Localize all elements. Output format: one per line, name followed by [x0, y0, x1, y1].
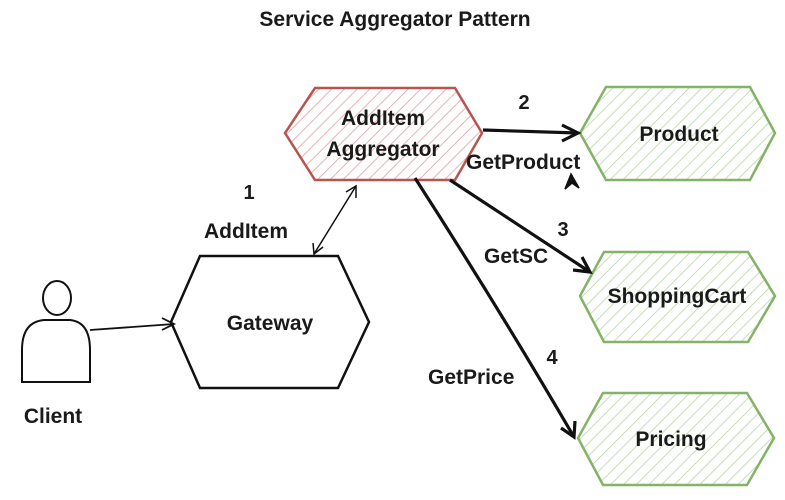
step4-label: GetPrice	[428, 366, 514, 389]
gateway-label: Gateway	[227, 312, 314, 335]
diagram-title: Service Aggregator Pattern	[259, 8, 530, 31]
pricing-label: Pricing	[635, 428, 706, 451]
aggregator-label-line2: Aggregator	[326, 138, 439, 161]
product-label: Product	[639, 123, 718, 146]
client-to-gateway-arrow	[89, 317, 177, 331]
step2-label: GetProduct	[466, 151, 580, 174]
client-label: Client	[24, 405, 82, 428]
aggregator-to-product-arrow	[482, 123, 582, 143]
pricing-node[interactable]: Pricing	[576, 391, 776, 487]
step2-number: 2	[518, 92, 529, 114]
step4-number: 4	[546, 347, 558, 369]
gateway-node[interactable]: Gateway	[169, 254, 371, 390]
step3-label: GetSC	[484, 245, 548, 268]
step3-number: 3	[557, 219, 568, 241]
aggregator-label-line1: AddItem	[341, 107, 425, 130]
aggregator-to-pricing-arrow	[413, 177, 577, 440]
product-return-arrow-icon	[564, 172, 580, 190]
step1-number: 1	[243, 182, 254, 204]
aggregator-node[interactable]: AddItem Aggregator	[283, 86, 484, 182]
aggregator-to-shopping-cart-arrow	[449, 178, 593, 274]
product-node[interactable]: Product	[578, 85, 777, 182]
step1-label: AddItem	[204, 220, 288, 243]
shopping-cart-node[interactable]: ShoppingCart	[578, 250, 777, 344]
client-actor-icon	[21, 280, 91, 383]
shopping-cart-label: ShoppingCart	[608, 285, 747, 308]
gateway-aggregator-arrow	[312, 184, 357, 256]
